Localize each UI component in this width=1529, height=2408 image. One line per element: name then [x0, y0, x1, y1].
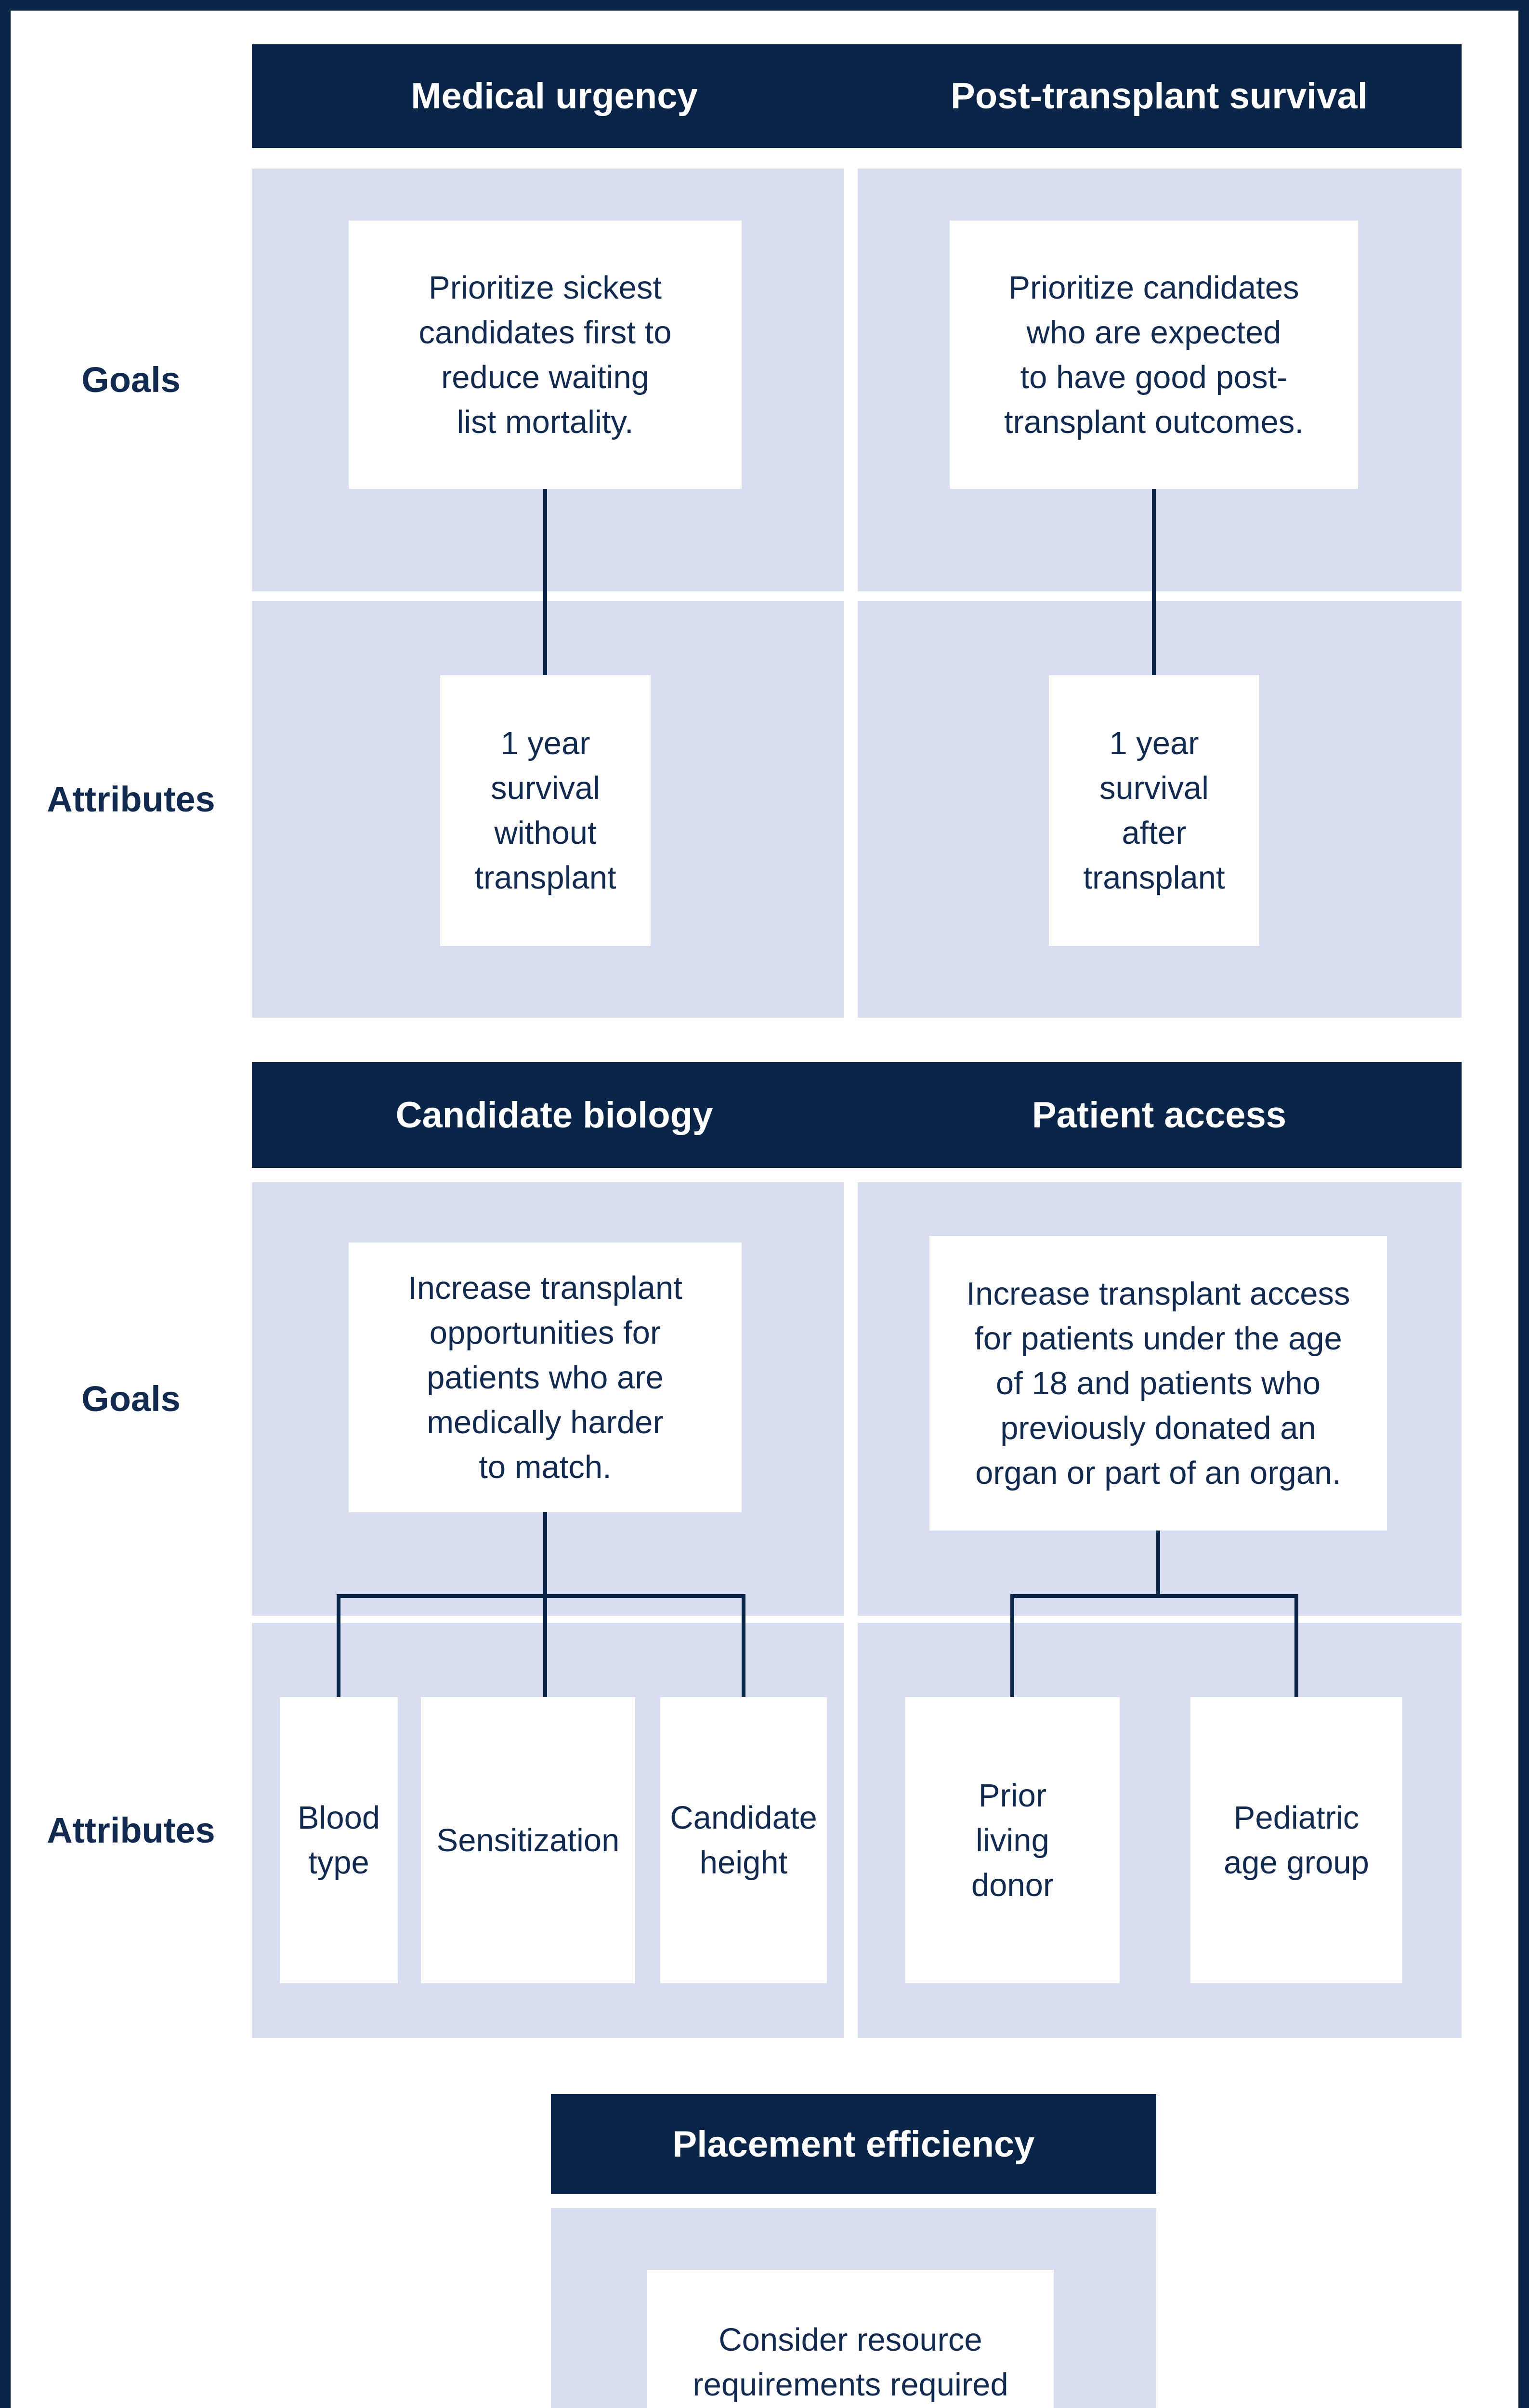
attribute-card-1yr-survival-after-transplant: 1 year survival after transplant	[1049, 675, 1259, 946]
attribute-card-prior-living-donor: Prior living donor	[905, 1697, 1120, 1983]
goal-card-candidate-biology: Increase transplant opportunities for pa…	[349, 1243, 742, 1512]
header-placement-efficiency: Placement efficiency	[672, 2123, 1035, 2165]
row-label-goals-3: Goals	[11, 2403, 251, 2408]
goal-card-placement-efficiency: Consider resource requirements required …	[647, 2270, 1054, 2408]
connector-line	[543, 1594, 547, 1697]
section-3-header-bar: Placement efficiency	[551, 2094, 1156, 2194]
connector-line	[1010, 1594, 1014, 1697]
goal-card-patient-access: Increase transplant access for patients …	[929, 1236, 1387, 1531]
header-post-transplant-survival: Post-transplant survival	[951, 76, 1368, 117]
attribute-card-sensitization: Sensitization	[421, 1697, 635, 1983]
row-label-goals-2: Goals	[81, 1379, 181, 1419]
goal-card-medical-urgency: Prioritize sickest candidates first to r…	[349, 221, 742, 489]
row-label-attributes-1: Attributes	[47, 779, 215, 819]
connector-line	[1294, 1594, 1298, 1697]
connector-line	[543, 1512, 547, 1598]
attribute-card-1yr-survival-without-transplant: 1 year survival without transplant	[440, 675, 651, 946]
row-label-goals-1: Goals	[81, 360, 181, 400]
section-2-header-bar: Candidate biology Patient access	[252, 1062, 1462, 1168]
row-label-attributes-2: Attributes	[47, 1810, 215, 1850]
connector-line	[337, 1594, 745, 1598]
section-1-header-bar: Medical urgency Post-transplant survival	[252, 44, 1462, 148]
connector-line	[1156, 1531, 1160, 1598]
header-medical-urgency: Medical urgency	[411, 76, 698, 117]
connector-line	[543, 489, 547, 676]
connector-line	[1010, 1594, 1298, 1598]
connector-line	[1152, 489, 1156, 676]
header-patient-access: Patient access	[1032, 1094, 1287, 1136]
attribute-card-pediatric-age-group: Pediatric age group	[1190, 1697, 1402, 1983]
goal-card-post-transplant-survival: Prioritize candidates who are expected t…	[950, 221, 1358, 489]
attribute-card-blood-type: Blood type	[280, 1697, 398, 1983]
header-candidate-biology: Candidate biology	[395, 1094, 713, 1136]
attribute-card-candidate-height: Candidate height	[660, 1697, 827, 1983]
connector-line	[337, 1594, 340, 1697]
connector-line	[742, 1594, 745, 1697]
